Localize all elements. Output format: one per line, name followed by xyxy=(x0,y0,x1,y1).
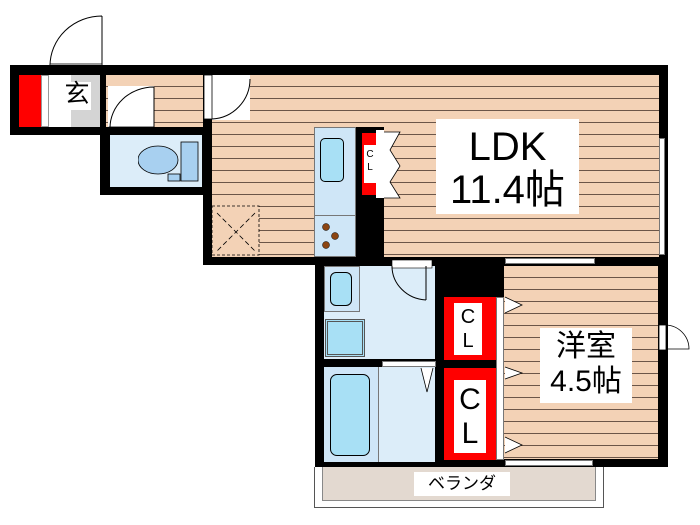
balcony-label: ベランダ xyxy=(414,472,510,496)
kitchen-closet-label: C L xyxy=(364,145,376,183)
ldk-size: 11.4帖 xyxy=(450,168,565,212)
closet-upper-label: C L xyxy=(454,303,482,355)
entrance-label: 玄 xyxy=(63,80,91,110)
shoe-storage xyxy=(19,75,41,127)
closet-door-arrows-icon xyxy=(504,296,524,454)
ldk-door-icon xyxy=(204,75,251,120)
western-south-window xyxy=(505,460,593,466)
cl-c: C xyxy=(459,383,481,416)
counter-divider xyxy=(314,215,356,216)
entrance-step xyxy=(41,75,49,127)
western-window-icon xyxy=(659,324,690,351)
cl-c: C xyxy=(366,149,374,160)
cl-c: C xyxy=(460,306,476,328)
ldk-label: LDK 11.4帖 xyxy=(436,119,579,214)
bathtub-icon xyxy=(330,374,370,456)
ldk-name: LDK xyxy=(468,125,547,169)
bath-door xyxy=(382,361,436,367)
cl-l: L xyxy=(461,417,479,450)
cl-l: L xyxy=(367,162,373,173)
western-room-size: 4.5帖 xyxy=(550,365,622,398)
washing-machine-icon xyxy=(325,319,365,357)
western-north-door xyxy=(505,258,595,264)
bath-door-arrow-icon xyxy=(420,367,434,393)
closet-folding-door-icon xyxy=(376,130,401,199)
entrance-door-icon xyxy=(49,15,103,70)
western-room-name: 洋室 xyxy=(556,330,616,363)
closet-doors xyxy=(496,297,504,460)
ldk-window xyxy=(659,138,665,255)
closet-lower-label: C L xyxy=(454,380,486,453)
western-room-label: 洋室 4.5帖 xyxy=(540,328,632,403)
cl-l: L xyxy=(462,330,474,352)
kitchen-sink-icon xyxy=(320,138,344,182)
stove-icon xyxy=(322,223,339,249)
underfloor-storage-icon xyxy=(211,205,260,256)
washroom-door-icon xyxy=(391,260,433,301)
ldk-floor xyxy=(212,75,659,257)
bath-divider xyxy=(324,359,435,367)
washbasin-icon xyxy=(330,272,352,306)
toilet-icon xyxy=(138,141,199,182)
